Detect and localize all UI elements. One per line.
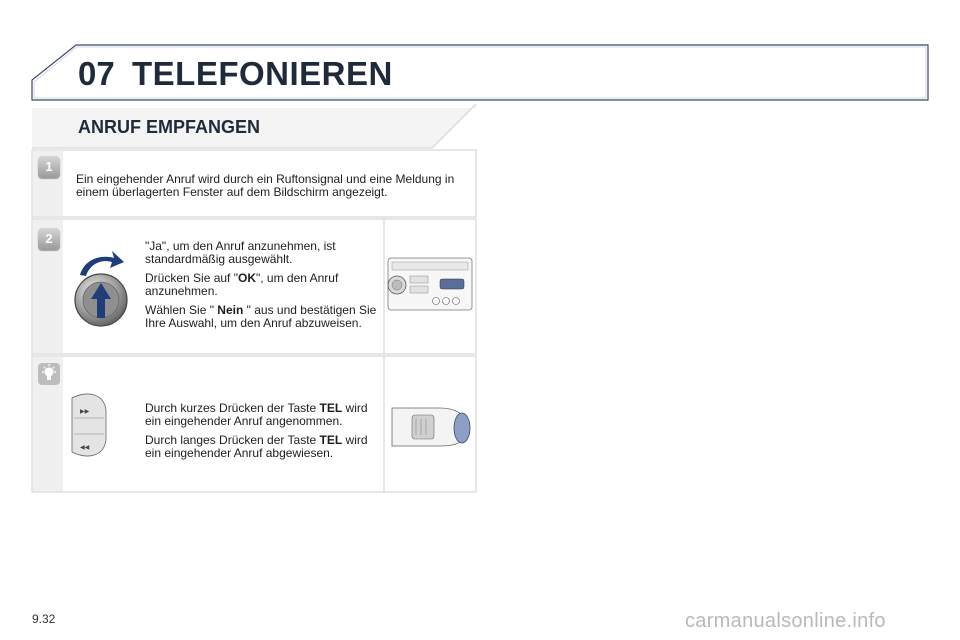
- step-1-text: Ein eingehender Anruf wird durch ein Ruf…: [76, 173, 471, 205]
- page-number: 9.32: [32, 612, 56, 626]
- tip-paragraph-2: Durch langes Drücken der Taste TEL wird …: [145, 433, 368, 460]
- tip-text: Durch kurzes Drücken der Taste TEL wird …: [145, 402, 380, 466]
- step-badge-2: 2: [38, 228, 60, 250]
- tip-paragraph-1: Durch kurzes Drücken der Taste TEL wird …: [145, 401, 368, 428]
- chapter-title: TELEFONIEREN: [132, 55, 393, 92]
- step-2-paragraph-1: "Ja", um den Anruf anzunehmen, ist stand…: [145, 239, 336, 266]
- step-2-paragraph-2: Drücken Sie auf "OK", um den Anruf anzun…: [145, 271, 339, 298]
- step-1-paragraph: Ein eingehender Anruf wird durch ein Ruf…: [76, 172, 455, 199]
- section-title: ANRUF EMPFANGEN: [78, 117, 261, 137]
- watermark: carmanualsonline.info: [685, 610, 886, 632]
- svg-text:◀◀: ◀◀: [80, 444, 90, 451]
- step-badge-1: 1: [38, 156, 60, 178]
- chapter-number: 07: [78, 55, 115, 92]
- svg-text:▶▶: ▶▶: [80, 408, 90, 415]
- step-2-text: "Ja", um den Anruf anzunehmen, ist stand…: [145, 240, 377, 336]
- step-2-paragraph-3: Wählen Sie " Nein " aus und bestätigen S…: [145, 303, 377, 330]
